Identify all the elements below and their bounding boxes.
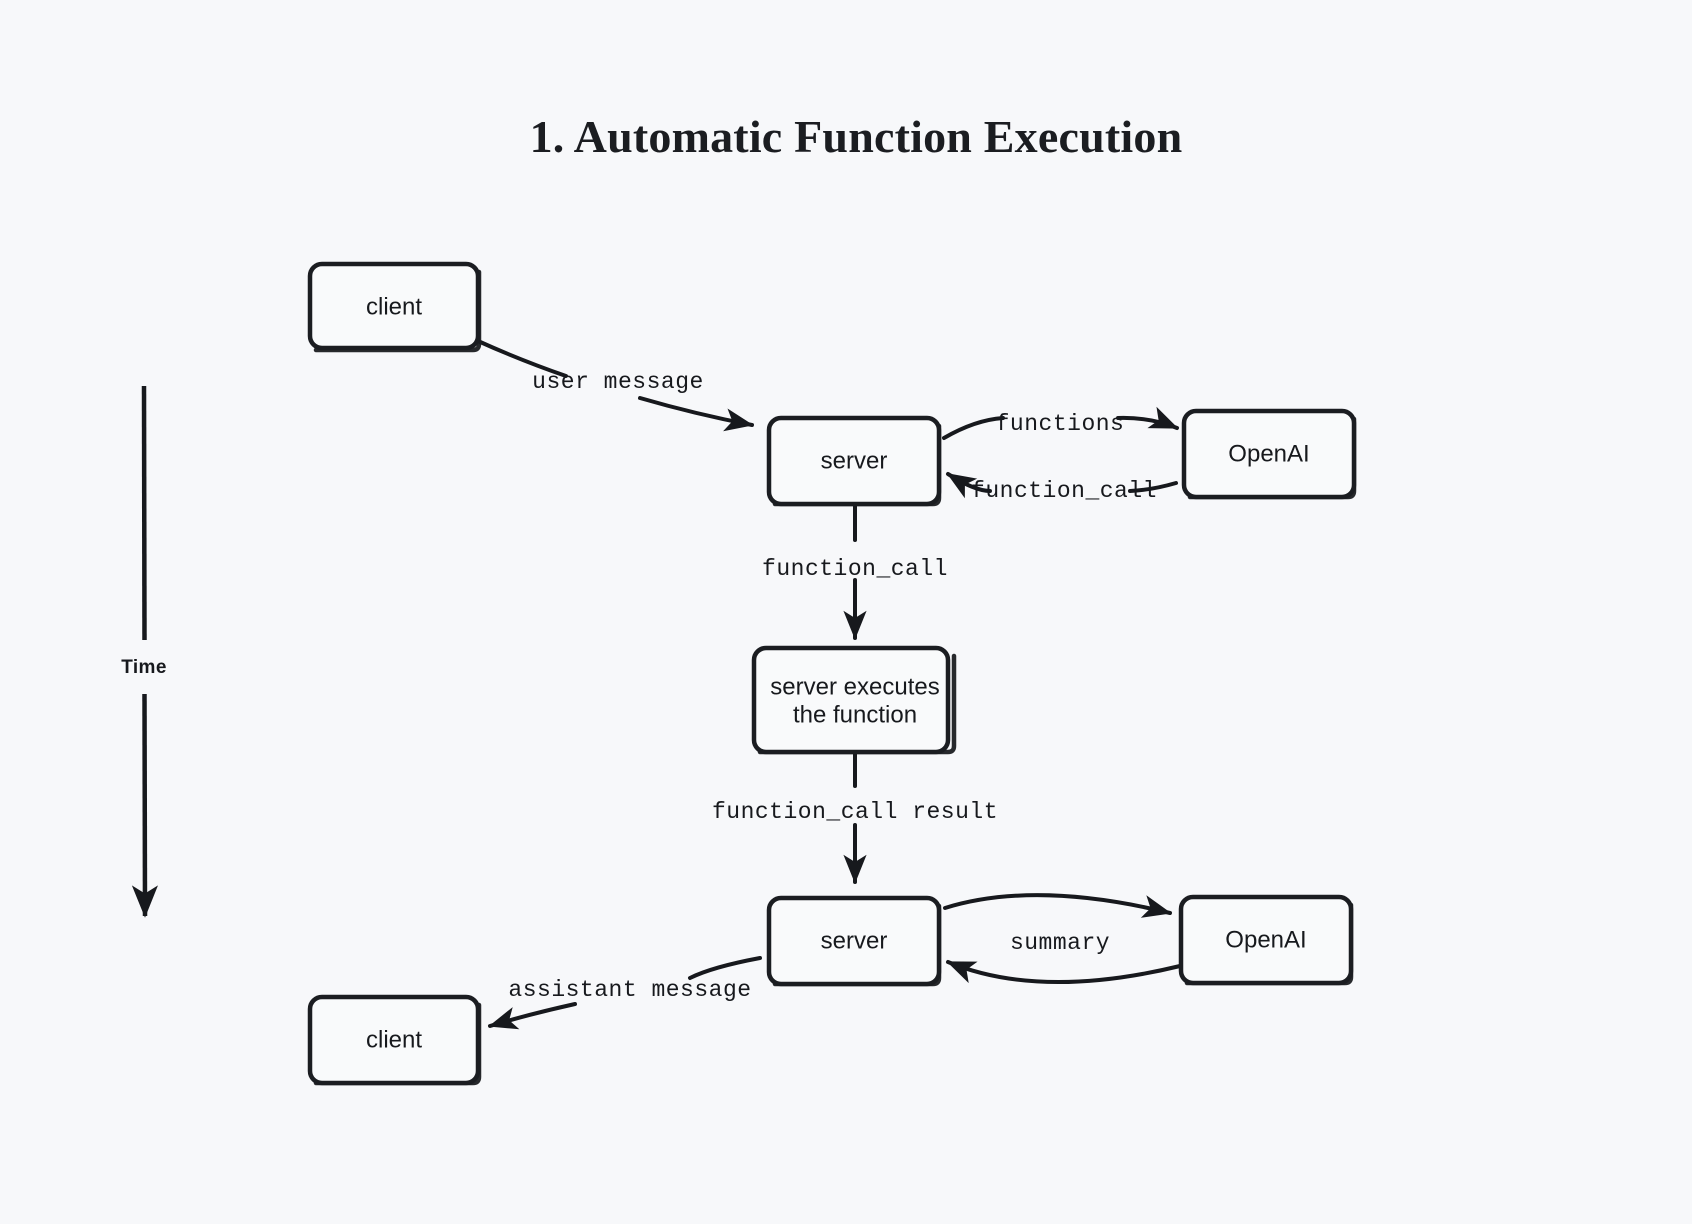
- time-axis-line-lower: [131, 693, 158, 918]
- edge-summary-response-line: [946, 960, 1182, 984]
- edge-execute-to-server: function_call result: [712, 744, 998, 884]
- node-execute-label-line1: server executes: [770, 673, 939, 700]
- node-openai-top-label: OpenAI: [1228, 440, 1309, 467]
- node-server-top-label: server: [821, 447, 888, 474]
- edge-label-function-call-result: function_call result: [712, 799, 998, 825]
- edge-server-to-execute: function_call: [762, 500, 948, 640]
- node-client-top-label: client: [366, 293, 422, 320]
- time-axis: Time: [121, 385, 167, 918]
- node-server-top[interactable]: server: [766, 415, 942, 507]
- node-execute-shadow: [757, 653, 957, 755]
- node-client-bottom-rect[interactable]: [307, 994, 481, 1086]
- edge-function-call-up-segment-b: [946, 472, 992, 499]
- edge-assistant-message-segment-a: [688, 956, 762, 980]
- edge-function-call-up-segment-a: [1128, 481, 1178, 493]
- edge-label-functions: functions: [996, 411, 1125, 437]
- node-server-bottom-label: server: [821, 927, 888, 954]
- edge-client-to-server-segment-b: [638, 396, 754, 432]
- node-openai-bottom-label: OpenAI: [1225, 926, 1306, 953]
- edge-server-to-openai-functions: functions: [942, 406, 1179, 440]
- edge-server-to-openai-summary: summary: [943, 893, 1182, 984]
- node-openai-bottom[interactable]: OpenAI: [1178, 894, 1354, 986]
- edge-client-to-server: user message: [476, 339, 754, 432]
- edge-label-user-message: user message: [532, 369, 704, 395]
- edge-openai-to-server-function-call: function_call: [946, 472, 1178, 504]
- time-axis-label: Time: [121, 657, 167, 678]
- node-openai-top-rect[interactable]: [1181, 408, 1357, 500]
- edge-functions-segment-b: [1116, 406, 1179, 430]
- node-server-bottom[interactable]: server: [766, 895, 942, 987]
- edge-functions-segment-a: [942, 416, 1005, 440]
- edge-label-function-call-response: function_call: [971, 478, 1157, 504]
- edge-label-function-call-down: function_call: [762, 556, 948, 582]
- edge-label-summary: summary: [1010, 930, 1110, 956]
- node-client-top-rect[interactable]: [307, 261, 481, 351]
- node-client-top-shadow: [313, 269, 482, 353]
- node-server-top-rect[interactable]: [766, 415, 942, 507]
- edge-summary-request-line: [943, 893, 1172, 918]
- edge-client-to-server-segment-a: [476, 339, 568, 378]
- node-server-bottom-rect[interactable]: [766, 895, 942, 987]
- node-server-executes-function[interactable]: server executes the function: [751, 645, 957, 755]
- node-client-bottom[interactable]: client: [307, 994, 482, 1086]
- edge-server-to-client: assistant message: [488, 956, 762, 1030]
- node-execute-rect[interactable]: [751, 645, 951, 755]
- time-axis-line-upper: [141, 385, 147, 641]
- node-client-bottom-label: client: [366, 1026, 422, 1053]
- edge-label-assistant-message: assistant message: [508, 977, 751, 1003]
- node-openai-top[interactable]: OpenAI: [1181, 408, 1357, 500]
- node-execute-label-line2: the function: [793, 701, 917, 728]
- page-title: 1. Automatic Function Execution: [530, 111, 1183, 162]
- node-client-top[interactable]: client: [307, 261, 482, 353]
- node-openai-bottom-rect[interactable]: [1178, 894, 1354, 986]
- edge-assistant-message-segment-b: [488, 1002, 577, 1030]
